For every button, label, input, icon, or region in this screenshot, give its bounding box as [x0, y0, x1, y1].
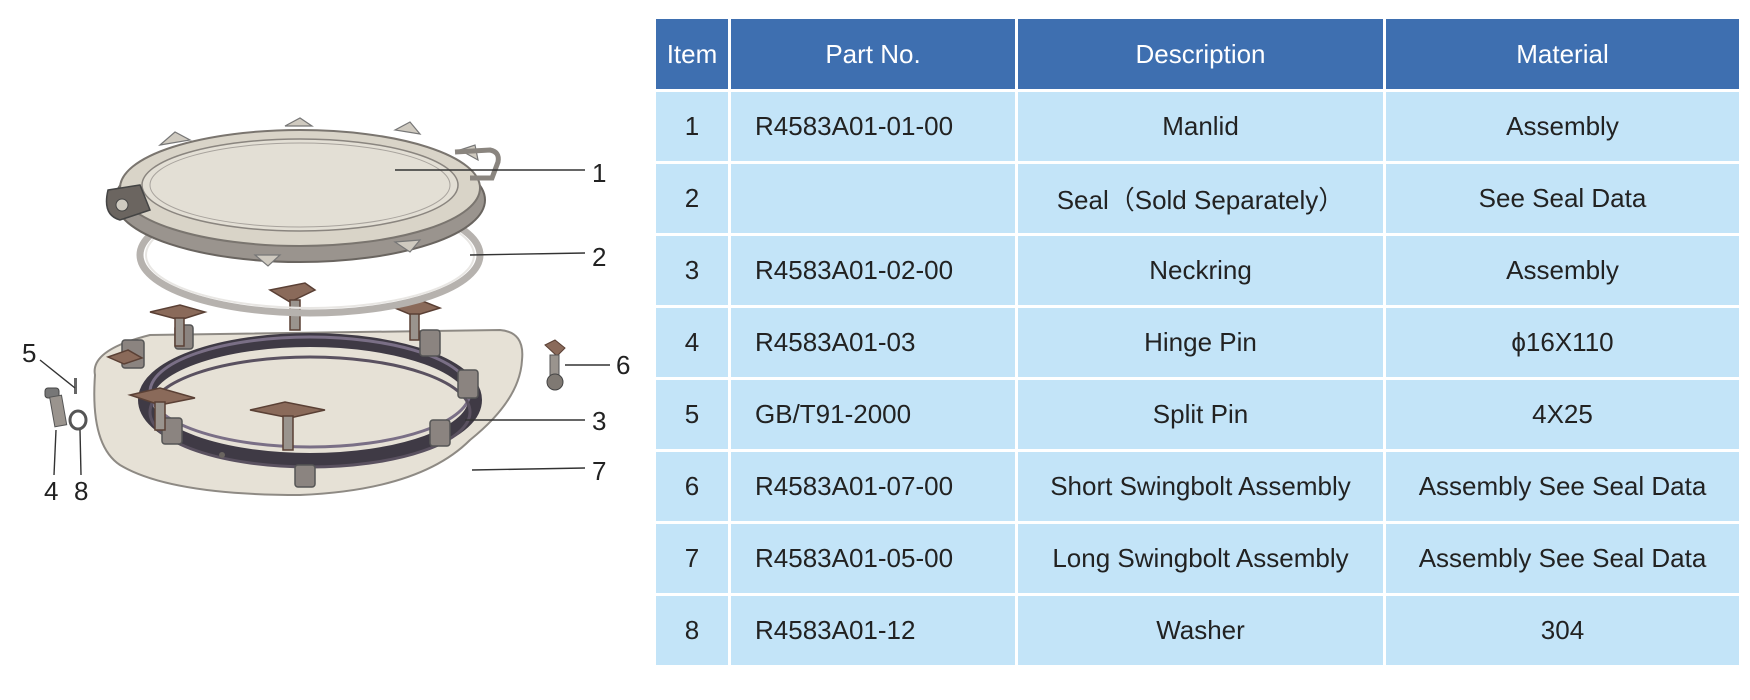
cell-description: Long Swingbolt Assembly: [1015, 521, 1386, 596]
callout-3: 3: [592, 406, 607, 436]
cell-part-no: R4583A01-12: [728, 593, 1018, 668]
cell-item: 5: [653, 377, 731, 452]
cell-material: Assembly: [1383, 233, 1742, 308]
callout-5: 5: [22, 338, 37, 368]
table-row: 6 R4583A01-07-00 Short Swingbolt Assembl…: [653, 449, 1742, 524]
header-part-no: Part No.: [728, 16, 1018, 92]
cell-material: ϕ16X110: [1383, 305, 1742, 380]
cell-description: Neckring: [1015, 233, 1386, 308]
cell-description: Short Swingbolt Assembly: [1015, 449, 1386, 524]
leader-lines: [39, 169, 610, 476]
cell-part-no: R4583A01-01-00: [728, 89, 1018, 164]
table-row: 3 R4583A01-02-00 Neckring Assembly: [653, 233, 1742, 308]
header-material: Material: [1383, 16, 1742, 92]
table-row: 7 R4583A01-05-00 Long Swingbolt Assembly…: [653, 521, 1742, 596]
table-row: 4 R4583A01-03 Hinge Pin ϕ16X110: [653, 305, 1742, 380]
cell-material: Assembly See Seal Data: [1383, 521, 1742, 596]
cell-description: Manlid: [1015, 89, 1386, 164]
cell-part-no: R4583A01-05-00: [728, 521, 1018, 596]
cell-description: Hinge Pin: [1015, 305, 1386, 380]
callout-7: 7: [592, 456, 607, 486]
split-pin-part: [74, 378, 77, 394]
cell-part-no: R4583A01-03: [728, 305, 1018, 380]
washer-part: [68, 409, 88, 431]
table-row: 8 R4583A01-12 Washer 304: [653, 593, 1742, 668]
header-description: Description: [1015, 16, 1386, 92]
cell-part-no: GB/T91-2000: [728, 377, 1018, 452]
cell-material: Assembly: [1383, 89, 1742, 164]
cell-item: 6: [653, 449, 731, 524]
cell-item: 7: [653, 521, 731, 596]
table-row: 1 R4583A01-01-00 Manlid Assembly: [653, 89, 1742, 164]
cell-item: 2: [653, 161, 731, 236]
cell-material: 304: [1383, 593, 1742, 668]
header-item: Item: [653, 16, 731, 92]
neckring-lugs: [121, 324, 479, 488]
table-row: 5 GB/T91-2000 Split Pin 4X25: [653, 377, 1742, 452]
cell-part-no: [728, 161, 1018, 236]
callout-6: 6: [616, 350, 631, 380]
cell-item: 4: [653, 305, 731, 380]
callout-4: 4: [44, 476, 59, 506]
parts-list-table: Item Part No. Description Material 1 R45…: [653, 16, 1742, 668]
cell-material: 4X25: [1383, 377, 1742, 452]
table-header-row: Item Part No. Description Material: [653, 16, 1742, 92]
callout-1: 1: [592, 158, 607, 188]
table-row: 2 Seal（Sold Separately） See Seal Data: [653, 161, 1742, 236]
cell-description: Split Pin: [1015, 377, 1386, 452]
callout-8: 8: [74, 476, 89, 506]
hinge-pin-part: [44, 387, 68, 428]
cell-item: 3: [653, 233, 731, 308]
cell-item: 8: [653, 593, 731, 668]
cell-item: 1: [653, 89, 731, 164]
cell-material: See Seal Data: [1383, 161, 1742, 236]
cell-part-no: R4583A01-02-00: [728, 233, 1018, 308]
short-swingbolt-part: [544, 339, 566, 391]
cell-description: Washer: [1015, 593, 1386, 668]
cell-material: Assembly See Seal Data: [1383, 449, 1742, 524]
cell-part-no: R4583A01-07-00: [728, 449, 1018, 524]
exploded-assembly-drawing: 1 2 3 4 5 6 7 8: [0, 0, 640, 700]
cell-description: Seal（Sold Separately）: [1015, 161, 1386, 236]
manlid: [105, 117, 501, 267]
manway-illustration: [39, 117, 610, 497]
callout-2: 2: [592, 242, 607, 272]
